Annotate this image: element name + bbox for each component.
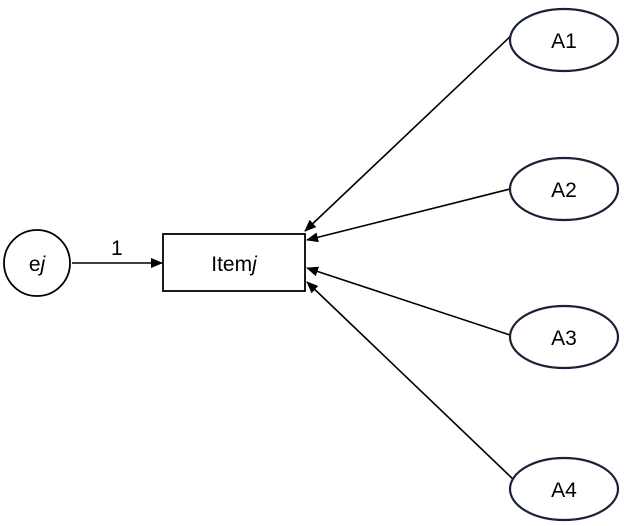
edge-a1-to-item: [304, 31, 516, 232]
node-a2: A2: [508, 156, 620, 222]
node-a1: A1: [508, 7, 620, 73]
item-box: [162, 233, 306, 292]
edge-label-error-to-item: 1: [111, 237, 123, 260]
node-error: ej: [3, 229, 71, 297]
item-label: Itemj: [211, 253, 258, 276]
error-label: ej: [29, 253, 47, 276]
edges: 1: [72, 31, 516, 482]
a3-label: A3: [551, 327, 577, 350]
edge-a2-to-item: [306, 188, 511, 243]
node-a3: A3: [508, 304, 620, 370]
a3-ellipse: [508, 304, 620, 370]
edge-a3-to-item: [306, 266, 511, 336]
edge-a4-to-item: [306, 281, 516, 482]
a2-ellipse: [508, 156, 620, 222]
a4-ellipse: [508, 456, 620, 522]
a4-label: A4: [551, 479, 577, 502]
a2-label: A2: [551, 179, 577, 202]
node-item: Itemj: [162, 233, 306, 292]
a1-ellipse: [508, 7, 620, 73]
node-a4: A4: [508, 456, 620, 522]
error-circle: [3, 229, 71, 297]
a1-label: A1: [551, 30, 577, 53]
